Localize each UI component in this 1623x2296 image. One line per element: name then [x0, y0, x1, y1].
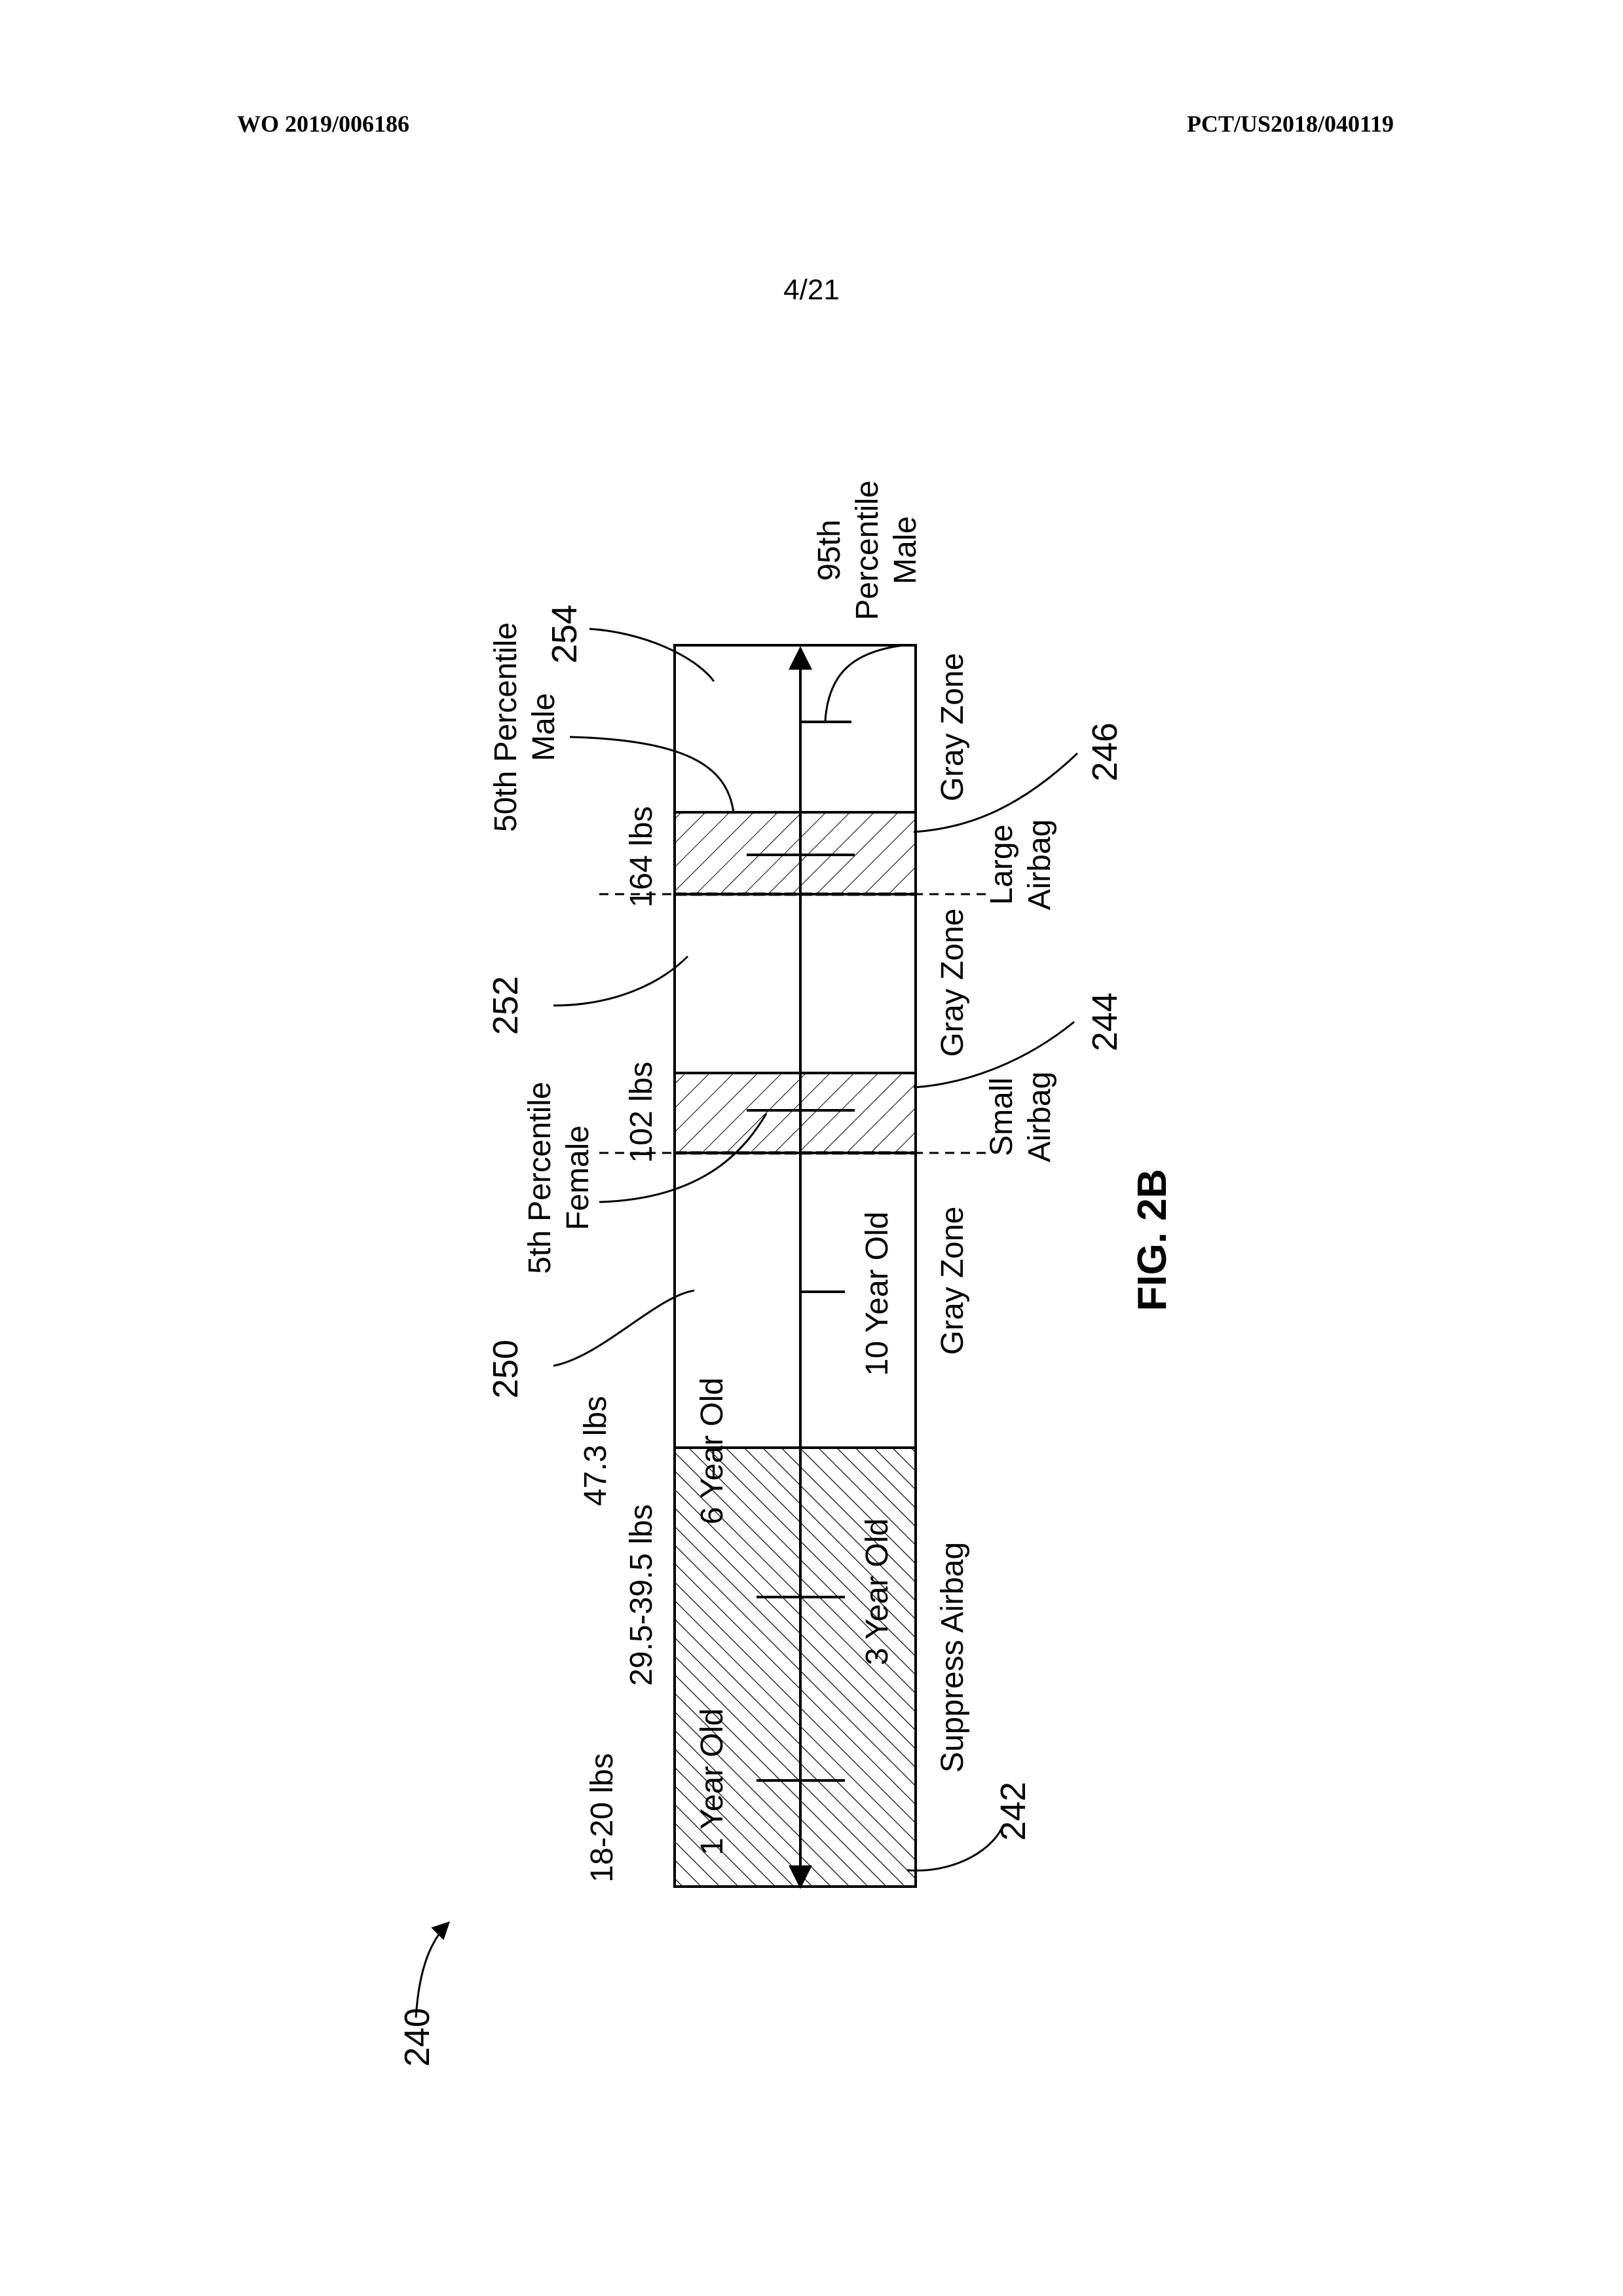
zone-small-airbag-line2: Airbag — [1022, 1072, 1057, 1163]
label-5th-female-line1: 5th Percentile — [523, 1082, 557, 1274]
label-95th-male-line1: 95th — [812, 519, 847, 580]
zone-gray-2: Gray Zone — [935, 909, 970, 1057]
ref-252: 252 — [486, 976, 525, 1035]
weight-47-3: 47.3 lbs — [578, 1396, 613, 1506]
label-50th-male-line1: 50th Percentile — [489, 622, 523, 832]
leader-252 — [553, 956, 688, 1006]
label-95th-male-line3: Male — [888, 516, 923, 584]
zone-small-airbag-line1: Small — [984, 1078, 1019, 1156]
ref-246: 246 — [1085, 723, 1125, 781]
zone-gray-3: Gray Zone — [935, 653, 970, 802]
weight-29-39: 29.5-39.5 lbs — [624, 1504, 659, 1686]
label-5th-female-line2: Female — [561, 1125, 595, 1230]
weight-102: 102 lbs — [624, 1062, 659, 1163]
weight-164: 164 lbs — [624, 806, 659, 908]
label-95th-male-line2: Percentile — [850, 480, 885, 620]
zone-large-airbag-line1: Large — [984, 825, 1019, 905]
label-3-year-old: 3 Year Old — [860, 1518, 895, 1665]
leader-242 — [907, 1828, 1002, 1871]
figure-caption: FIG. 2B — [1130, 1169, 1175, 1311]
leader-250 — [553, 1290, 694, 1366]
label-50th-male-line2: Male — [527, 693, 561, 761]
label-6-year-old: 6 Year Old — [695, 1378, 730, 1524]
label-1-year-old: 1 Year Old — [695, 1708, 730, 1855]
ref-250: 250 — [486, 1340, 525, 1399]
label-10-year-old: 10 Year Old — [860, 1212, 895, 1376]
weight-18-20: 18-20 lbs — [585, 1753, 620, 1882]
zone-suppress-airbag: Suppress Airbag — [935, 1542, 970, 1773]
zone-gray-1: Gray Zone — [935, 1207, 970, 1355]
ref-254: 254 — [545, 605, 584, 664]
zone-large-airbag-line2: Airbag — [1022, 819, 1057, 911]
large-airbag-region — [675, 812, 916, 894]
ref-244: 244 — [1085, 992, 1125, 1051]
leader-240 — [416, 1923, 449, 2018]
ref-240: 240 — [398, 2008, 437, 2067]
ref-242: 242 — [994, 1782, 1033, 1841]
small-airbag-region — [675, 1073, 916, 1153]
